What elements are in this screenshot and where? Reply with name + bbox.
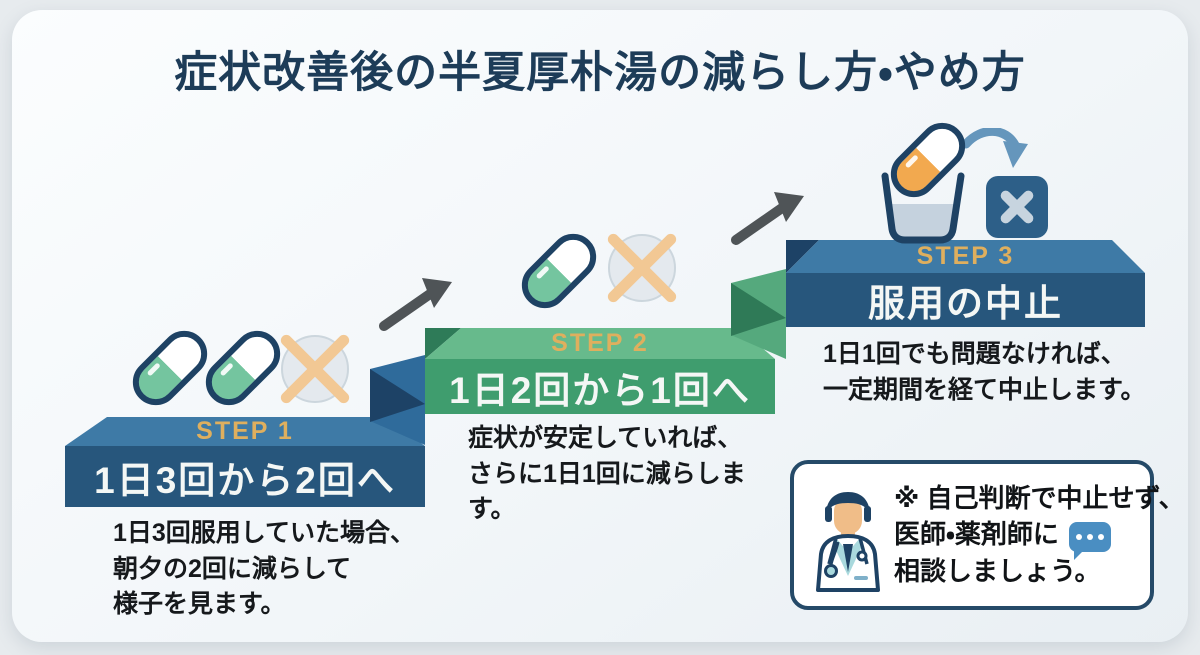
step3-top-face: STEP 3 <box>786 240 1145 273</box>
step3-desc-line: 1日1回でも問題なければ、 <box>823 340 1126 368</box>
up-arrow-icon <box>731 192 804 245</box>
crossed-circle-icon <box>278 332 352 406</box>
doctor-icon <box>816 492 880 592</box>
discard-arrow-icon <box>962 128 1028 168</box>
step3-label: STEP 3 <box>916 242 1015 270</box>
step1-front-face: 1日3回から2回へ <box>65 446 425 507</box>
advisory-line: ※ 自己判断で中止せず、 <box>894 483 1185 513</box>
step2-heading: 1日2回から1回へ <box>449 369 751 411</box>
step1-desc-line: 朝夕の2回に減らして <box>113 554 352 583</box>
up-arrow-icon <box>379 278 452 331</box>
step3-desc-line: 一定期間を経て中止します。 <box>823 375 1146 404</box>
step2-desc-line: 症状が安定していれば、 <box>468 424 743 452</box>
step1-heading: 1日3回から2回へ <box>94 459 396 501</box>
stop-box-icon <box>986 176 1048 238</box>
page-title: 症状改善後の半夏厚朴湯の減らし方・やめ方 <box>174 49 1026 97</box>
step2-label: STEP 2 <box>551 329 649 357</box>
step1-desc-line: 様子を見ます。 <box>113 590 286 618</box>
advisory-text: ※ 自己判断で中止せず、 医師・薬剤師に 相談しましょう。 <box>894 480 1185 589</box>
cup-icon <box>881 172 965 244</box>
step2-desc-line: す。 <box>468 495 516 523</box>
step2-desc-line: さらに1日1回に減らしま <box>468 459 746 488</box>
step3-description: 1日1回でも問題なければ、 一定期間を経て中止します。 <box>823 337 1146 408</box>
step1-top-face: STEP 1 <box>65 417 425 446</box>
advisory-line: 医師・薬剤師に <box>894 516 1146 560</box>
crossed-circle-icon <box>605 231 679 305</box>
step2-description: 症状が安定していれば、 さらに1日1回に減らしま す。 <box>468 421 746 528</box>
step1-desc-line: 1日3回服用していた場合、 <box>113 519 416 547</box>
advisory-box: ※ 自己判断で中止せず、 医師・薬剤師に 相談しましょう。 <box>790 460 1185 610</box>
step3-front-face: 服用の中止 <box>786 273 1145 327</box>
step2-top-face: STEP 2 <box>425 328 775 359</box>
chat-bubble-icon <box>1068 521 1111 560</box>
step2-front-face: 1日2回から1回へ <box>425 359 775 414</box>
step3-heading: 服用の中止 <box>868 283 1063 324</box>
advisory-line: 相談しましょう。 <box>894 555 1101 586</box>
step1-description: 1日3回服用していた場合、 朝夕の2回に減らして 様子を見ます。 <box>113 516 415 623</box>
step1-label: STEP 1 <box>196 417 294 445</box>
